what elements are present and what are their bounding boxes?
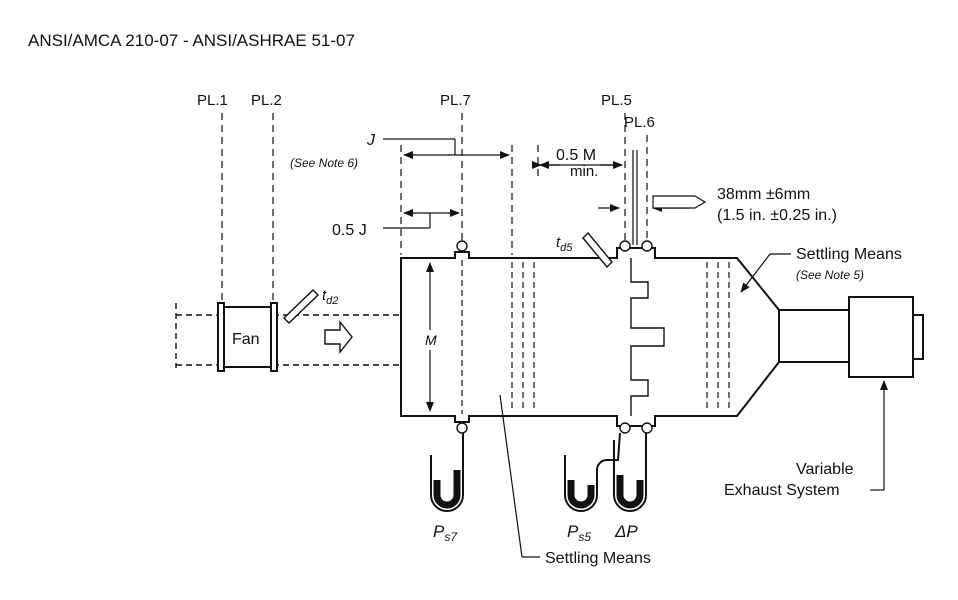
manometer-ps7 xyxy=(430,433,464,512)
label-min: min. xyxy=(570,163,598,180)
plane-label-pl2: PL.2 xyxy=(251,92,282,109)
page-title: ANSI/AMCA 210-07 - ANSI/ASHRAE 51-07 xyxy=(28,31,355,50)
plane-label-pl5: PL.5 xyxy=(601,92,632,109)
dimension-half-j xyxy=(383,209,460,229)
thermometer-td5 xyxy=(582,231,613,269)
settling-means-top: Settling Means xyxy=(796,246,902,263)
plane-label-pl1: PL.1 xyxy=(197,92,228,109)
dimension-j xyxy=(383,138,510,159)
note-5: (See Note 5) xyxy=(796,268,864,282)
label-gap-in: (1.5 in. ±0.25 in.) xyxy=(717,207,837,224)
settling-screens xyxy=(461,260,730,414)
manometer-delta-p xyxy=(613,433,647,512)
label-half-j: 0.5 J xyxy=(332,222,367,239)
label-ps5: Ps5 xyxy=(567,522,591,544)
nozzle-plate xyxy=(630,258,665,416)
manometer-ps5 xyxy=(564,432,621,512)
thermometer-td2 xyxy=(283,289,319,324)
fan xyxy=(217,302,278,372)
label-variable: Variable xyxy=(796,461,854,478)
label-td5: td5 xyxy=(556,234,573,254)
label-ps7: Ps7 xyxy=(433,522,458,544)
dimension-gap xyxy=(598,150,707,245)
plane-label-pl7: PL.7 xyxy=(440,92,471,109)
flow-arrow xyxy=(324,320,353,354)
label-gap-mm: 38mm ±6mm xyxy=(717,186,810,203)
exhaust-leader xyxy=(870,380,888,491)
plane-label-pl6: PL.6 xyxy=(624,114,655,131)
label-half-m: 0.5 M xyxy=(556,147,596,164)
label-m: M xyxy=(425,332,437,348)
label-exhaust-system: Exhaust System xyxy=(724,482,840,499)
label-j: J xyxy=(366,132,376,149)
settling-means-bottom-leader xyxy=(499,394,540,558)
settling-means-top-leader xyxy=(740,253,791,293)
exhaust-system xyxy=(778,296,924,378)
fan-label: Fan xyxy=(232,331,260,348)
note-6: (See Note 6) xyxy=(290,156,358,170)
label-td2: td2 xyxy=(322,287,338,307)
label-delta-p: ΔP xyxy=(614,522,638,541)
inlet-duct xyxy=(175,303,399,368)
main-chamber xyxy=(400,247,780,427)
settling-means-bottom: Settling Means xyxy=(545,550,651,567)
